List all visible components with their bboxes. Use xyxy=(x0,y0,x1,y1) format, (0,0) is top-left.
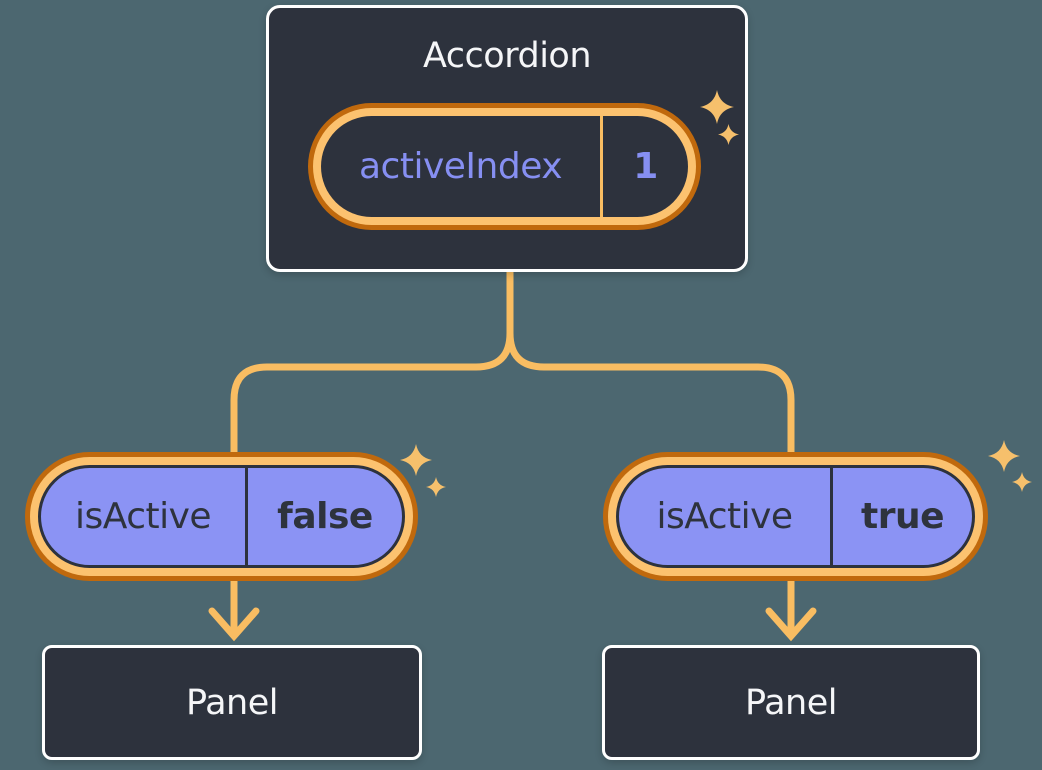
accordion-title: Accordion xyxy=(422,36,592,76)
prop-pill-value: false xyxy=(277,496,373,537)
prop-pill-isactive-left: isActive false xyxy=(25,452,418,581)
sparkle-icon xyxy=(988,440,1020,472)
panel-component-box-left: Panel xyxy=(42,645,422,760)
prop-pill-label: isActive xyxy=(74,496,212,537)
prop-pill-frame: isActive true xyxy=(608,457,983,576)
panel-title: Panel xyxy=(186,682,278,723)
branch-path-left xyxy=(230,272,514,453)
prop-pill-isactive-right: isActive true xyxy=(603,452,988,581)
panel-title: Panel xyxy=(745,682,837,723)
sparkle-icon xyxy=(400,444,432,476)
state-pill-activeindex: activeIndex 1 xyxy=(308,103,701,230)
prop-pill-value: true xyxy=(860,496,945,537)
prop-pill-frame: isActive false xyxy=(30,457,413,576)
state-pill-label: activeIndex xyxy=(358,146,563,187)
arrow-left-head xyxy=(208,607,260,642)
prop-pill-label: isActive xyxy=(656,496,793,537)
sparkle-icon xyxy=(1012,472,1032,492)
panel-component-box-right: Panel xyxy=(602,645,980,760)
state-pill-divider xyxy=(600,116,603,217)
arrow-right-head xyxy=(765,607,817,642)
prop-pill-divider xyxy=(245,468,248,565)
sparkle-icon xyxy=(426,477,446,497)
sparkle-icon xyxy=(718,124,739,145)
branch-path-right xyxy=(506,272,795,453)
prop-pill-divider xyxy=(830,468,833,565)
state-pill-frame: activeIndex 1 xyxy=(313,108,696,225)
state-pill-value: 1 xyxy=(633,146,658,187)
sparkle-icon xyxy=(700,90,734,124)
